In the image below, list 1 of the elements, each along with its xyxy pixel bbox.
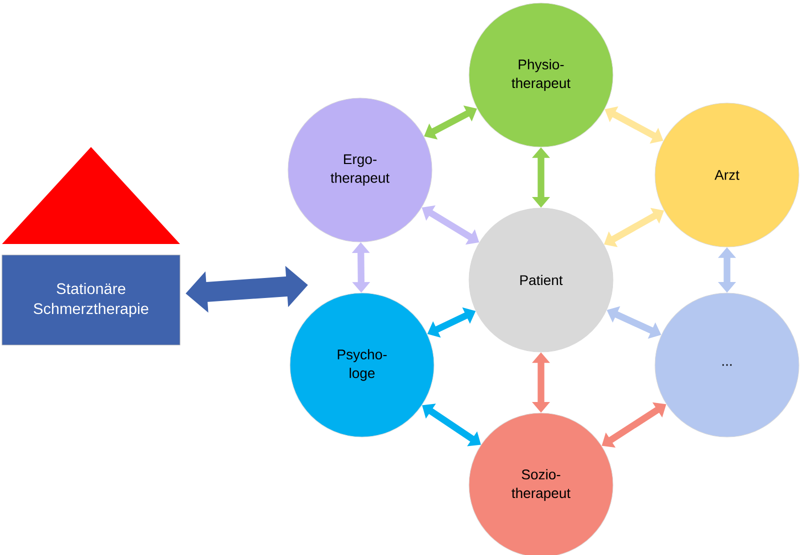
- therapy-box: Stationäre Schmerztherapie: [2, 254, 180, 346]
